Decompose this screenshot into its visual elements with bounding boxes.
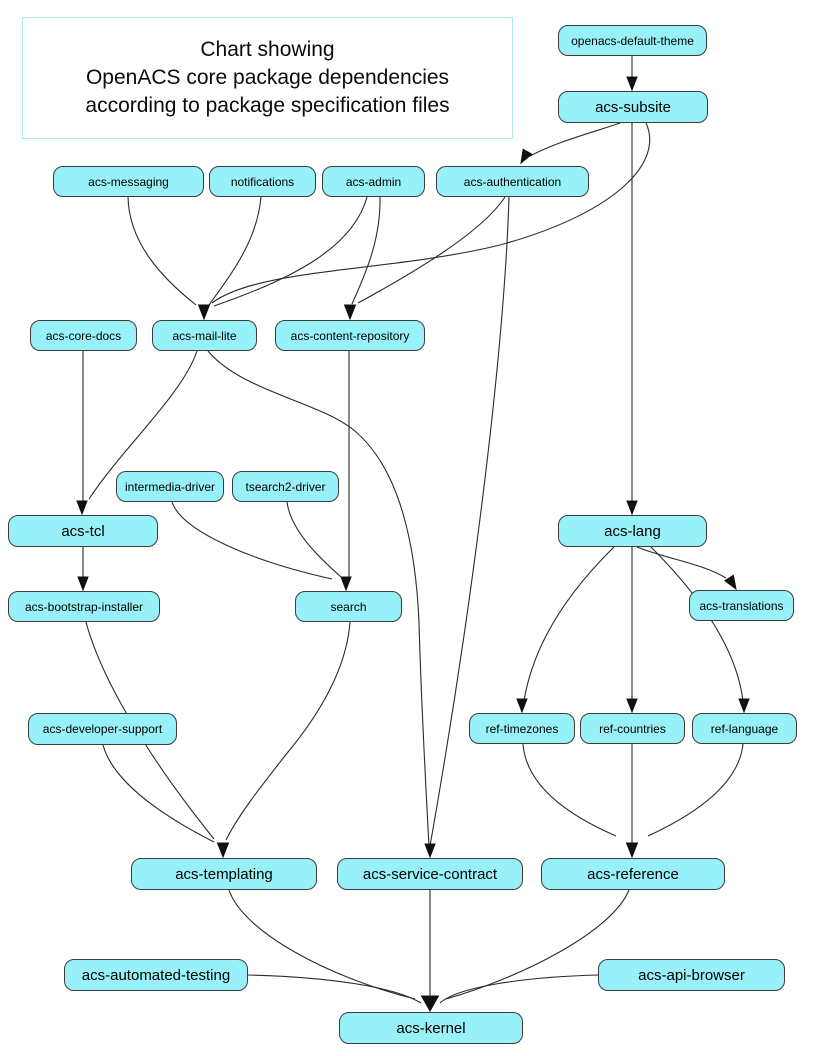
node-acs-kernel: acs-kernel	[339, 1012, 523, 1044]
arrowhead-acs-mail-lite	[197, 304, 211, 321]
node-label-acs-translations: acs-translations	[699, 598, 784, 613]
node-acs-authentication: acs-authentication	[436, 166, 589, 197]
node-acs-translations: acs-translations	[689, 590, 794, 621]
chart-title: Chart showing OpenACS core package depen…	[22, 17, 513, 139]
node-label-acs-subsite: acs-subsite	[595, 98, 671, 116]
edge-acs-lang--ref-language	[650, 546, 744, 702]
edge-acs-authentication--acs-content-repository	[357, 196, 506, 304]
node-label-search: search	[330, 599, 367, 614]
arrowhead-ref-countries	[626, 698, 638, 714]
node-acs-content-repository: acs-content-repository	[275, 320, 425, 351]
node-label-acs-lang: acs-lang	[604, 522, 661, 540]
edge-acs-subsite--acs-mail-lite	[211, 122, 651, 304]
node-label-acs-service-contract: acs-service-contract	[362, 865, 498, 883]
edge-acs-admin--acs-mail-lite	[213, 196, 368, 307]
edge-acs-developer-support--acs-templating	[102, 744, 215, 843]
edge-acs-reference--acs-kernel	[445, 889, 630, 1000]
arrowhead-ref-language	[738, 698, 750, 714]
node-acs-core-docs: acs-core-docs	[30, 320, 137, 351]
edge-acs-lang--acs-translations	[636, 546, 727, 579]
edge-tsearch2-driver--search	[286, 501, 342, 578]
node-acs-admin: acs-admin	[322, 166, 425, 197]
edge-ref-language--acs-reference	[647, 743, 744, 837]
arrowhead-acs-templating	[216, 842, 230, 859]
chart-title-line-3: according to package specification files	[85, 93, 450, 117]
chart-title-line-2: OpenACS core package dependencies	[85, 66, 450, 90]
edge-acs-admin--acs-content-repository	[351, 196, 381, 305]
node-acs-tcl: acs-tcl	[8, 515, 158, 547]
edge-notifications--acs-mail-lite	[208, 196, 262, 306]
edge-acs-api-browser--acs-kernel	[439, 974, 599, 1004]
node-label-acs-authentication: acs-authentication	[463, 174, 562, 189]
node-label-acs-bootstrap-installer: acs-bootstrap-installer	[24, 599, 144, 614]
node-label-notifications: notifications	[230, 174, 295, 189]
node-label-tsearch2-driver: tsearch2-driver	[245, 479, 326, 494]
node-acs-service-contract: acs-service-contract	[337, 858, 523, 890]
node-label-acs-content-repository: acs-content-repository	[290, 328, 410, 343]
node-notifications: notifications	[209, 166, 316, 197]
edge-acs-mail-lite--acs-service-contract	[207, 350, 430, 847]
node-acs-reference: acs-reference	[541, 858, 725, 890]
edge-acs-authentication--acs-service-contract	[429, 196, 510, 847]
node-ref-language: ref-language	[692, 713, 797, 744]
node-acs-mail-lite: acs-mail-lite	[152, 320, 257, 351]
arrowhead-acs-tcl	[76, 500, 88, 516]
edge-acs-automated-testing--acs-kernel	[247, 974, 422, 1004]
node-acs-developer-support: acs-developer-support	[28, 713, 177, 745]
node-acs-automated-testing: acs-automated-testing	[64, 959, 248, 991]
node-label-ref-countries: ref-countries	[599, 721, 666, 736]
edge-intermedia-driver--search	[171, 501, 333, 580]
node-acs-messaging: acs-messaging	[53, 166, 204, 197]
node-tsearch2-driver: tsearch2-driver	[232, 471, 339, 502]
node-ref-countries: ref-countries	[580, 713, 685, 744]
node-acs-templating: acs-templating	[131, 858, 317, 890]
edge-acs-lang--ref-timezones	[523, 546, 615, 702]
edge-acs-subsite--acs-authentication	[529, 122, 621, 157]
arrowhead-acs-authentication	[520, 148, 533, 165]
arrowhead-acs-kernel	[420, 995, 440, 1013]
node-search: search	[295, 591, 402, 622]
node-label-acs-messaging: acs-messaging	[88, 174, 169, 189]
node-label-acs-kernel: acs-kernel	[396, 1019, 466, 1037]
node-label-ref-timezones: ref-timezones	[485, 721, 559, 736]
node-label-acs-core-docs: acs-core-docs	[45, 328, 122, 343]
node-label-acs-tcl: acs-tcl	[61, 522, 105, 540]
node-label-acs-reference: acs-reference	[587, 865, 679, 883]
node-ref-timezones: ref-timezones	[469, 713, 575, 744]
node-openacs-default-theme: openacs-default-theme	[558, 25, 707, 56]
node-label-acs-mail-lite: acs-mail-lite	[172, 328, 237, 343]
arrowhead-acs-service-contract	[424, 843, 436, 859]
arrowhead-acs-translations	[723, 574, 737, 591]
edge-ref-timezones--acs-reference	[522, 743, 617, 837]
node-label-acs-developer-support: acs-developer-support	[42, 722, 163, 736]
arrowhead-ref-timezones	[516, 698, 528, 714]
node-acs-bootstrap-installer: acs-bootstrap-installer	[8, 591, 160, 622]
node-label-acs-admin: acs-admin	[345, 174, 402, 189]
node-label-ref-language: ref-language	[710, 721, 779, 736]
edge-acs-templating--acs-kernel	[228, 889, 416, 1000]
node-acs-lang: acs-lang	[558, 515, 707, 547]
arrowhead-acs-bootstrap-installer	[77, 576, 89, 592]
edge-acs-messaging--acs-mail-lite	[127, 196, 197, 306]
node-label-acs-templating: acs-templating	[175, 865, 273, 883]
node-acs-api-browser: acs-api-browser	[598, 959, 785, 991]
arrowhead-acs-content-repository	[343, 304, 357, 321]
arrowhead-search	[340, 576, 352, 592]
node-label-acs-api-browser: acs-api-browser	[638, 966, 745, 984]
edge-search--acs-templating	[225, 621, 351, 841]
edge-acs-mail-lite--acs-tcl	[88, 350, 198, 500]
arrowhead-acs-reference	[625, 842, 639, 859]
arrowhead-acs-subsite	[626, 76, 638, 92]
chart-title-line-1: Chart showing	[200, 38, 335, 62]
arrowhead-acs-lang	[626, 500, 638, 516]
node-label-intermedia-driver: intermedia-driver	[124, 479, 216, 494]
node-intermedia-driver: intermedia-driver	[116, 471, 224, 502]
node-label-acs-automated-testing: acs-automated-testing	[81, 966, 231, 984]
node-label-openacs-default-theme: openacs-default-theme	[571, 33, 694, 48]
node-acs-subsite: acs-subsite	[558, 91, 708, 123]
